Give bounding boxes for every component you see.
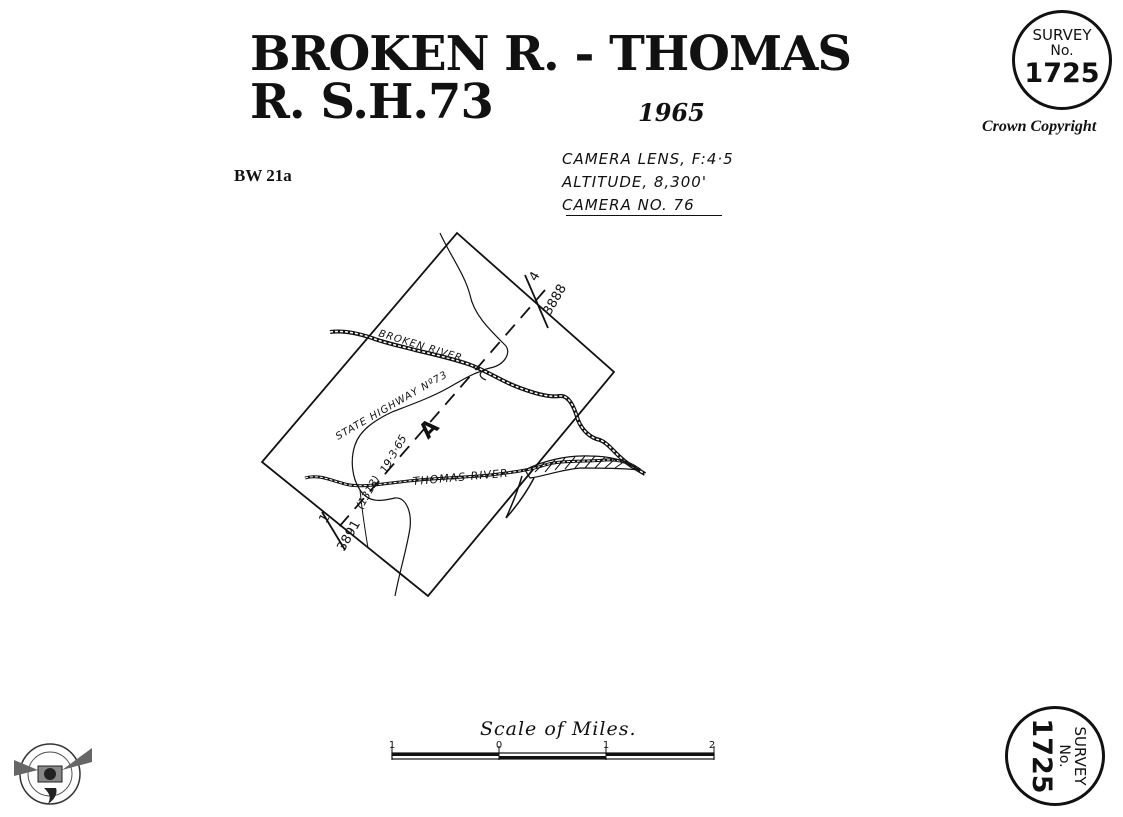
scale-title: Scale of Miles. <box>480 718 637 740</box>
thomas-branch <box>505 475 535 519</box>
scale-seg-3 <box>606 753 714 756</box>
survey-stamp-top: SURVEY No. 1725 <box>1012 10 1112 110</box>
label-thomas-river: THOMAS RIVER <box>412 467 509 488</box>
stamp-survey-word: SURVEY <box>1032 26 1092 44</box>
label-run-code: (1313) <box>353 473 383 511</box>
stamp-number: 1725 <box>1024 58 1100 89</box>
crown-copyright: Crown Copyright <box>982 118 1097 135</box>
flight-line <box>337 289 546 529</box>
stamp-no-label: No. <box>1050 43 1074 59</box>
camera-info: CAMERA LENS, F:4·5 ALTITUDE, 8,300' CAME… <box>562 148 782 216</box>
scale-seg-1 <box>392 753 499 756</box>
sheet-reference: BW 21a <box>234 166 292 185</box>
label-top-num: 4 <box>526 269 543 284</box>
scale-label-left: 1 <box>389 740 395 751</box>
camera-lens: CAMERA LENS, F:4·5 <box>562 150 734 168</box>
logo-wing-left <box>14 760 38 776</box>
label-run-letter: A <box>415 415 445 445</box>
scale-bar: 1 0 1 2 <box>389 740 715 760</box>
label-top-frame: 3888 <box>540 282 570 318</box>
scale-seg-2 <box>499 756 606 759</box>
scale-label-one: 1 <box>603 740 609 751</box>
label-broken-river: BROKEN RIVER <box>377 328 464 364</box>
map-title: BROKEN R. - THOMAS R. S.H.73 <box>250 26 852 130</box>
nz-aerial-mapping-logo <box>14 743 92 805</box>
survey-year: 1965 <box>638 98 705 127</box>
state-highway <box>351 369 487 597</box>
flight-line-bottom-bar <box>321 511 346 551</box>
logo-lens <box>44 768 56 780</box>
camera-underline <box>566 215 722 216</box>
camera-number: CAMERA NO. 76 <box>562 196 695 214</box>
broken-river-inner <box>329 330 646 475</box>
camera-altitude: ALTITUDE, 8,300' <box>562 173 707 191</box>
thomas-riverbed <box>524 455 641 479</box>
highway-left-spur <box>359 489 369 549</box>
broken-river <box>329 329 647 476</box>
thomas-river-inner <box>304 459 641 487</box>
logo-nz-outline <box>44 788 57 804</box>
thomas-riverbed-hatch <box>534 455 626 473</box>
logo-wing-right <box>62 748 92 770</box>
scale-label-zero: 0 <box>496 740 502 751</box>
scale-label-two: 2 <box>709 740 715 751</box>
coverage-rectangle <box>260 231 616 598</box>
flight-line-top-bar <box>524 274 549 329</box>
label-flight-date: 19·3·65 <box>377 433 409 476</box>
